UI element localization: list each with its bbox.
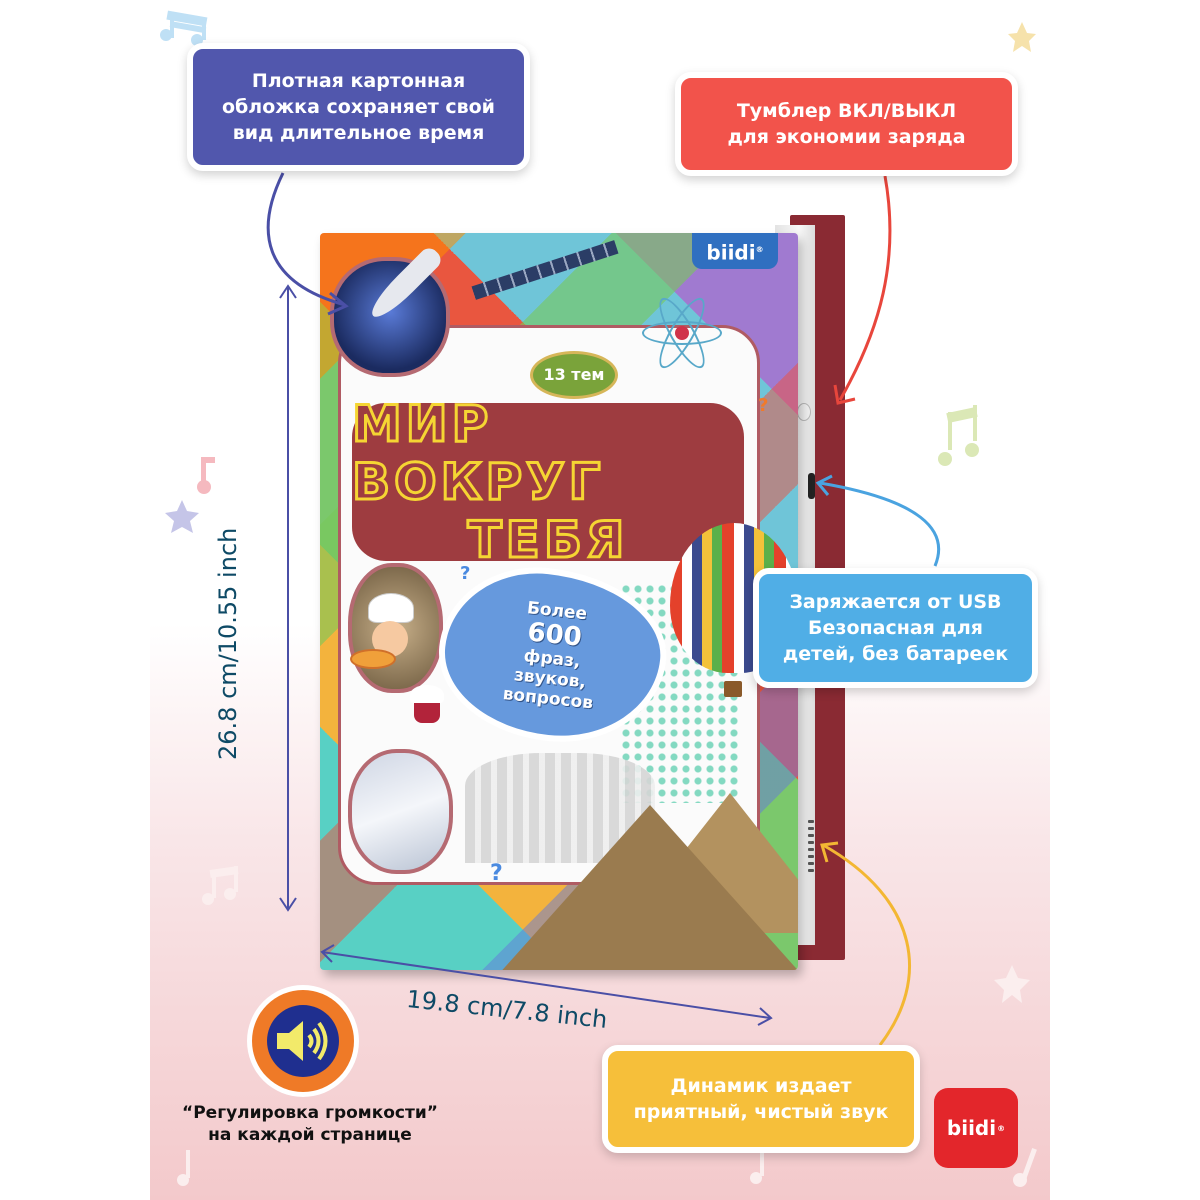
volume-caption: “Регулировка громкости” на каждой страни… [182, 1103, 438, 1145]
pyramid-icon [480, 805, 798, 970]
callout-speaker: Динамик издает приятный, чистый звук [602, 1045, 920, 1153]
callout-cover-durability: Плотная картонная обложка сохраняет свой… [187, 43, 530, 171]
satellite-icon [469, 233, 621, 307]
question-mark-icon: ? [758, 395, 769, 416]
cover-title: МИР ВОКРУГ ТЕБЯ [351, 394, 744, 571]
cupcake-icon [410, 685, 444, 725]
callout-usb-charging: Заряжается от USB Безопасная для детей, … [753, 568, 1038, 688]
speaker-volume-icon [277, 1021, 328, 1061]
callout-power-switch: Тумблер ВКЛ/ВЫКЛ для экономии заряда [675, 72, 1018, 176]
question-mark-icon: ? [460, 563, 471, 584]
cover-brand-logo: biidi® [692, 233, 778, 269]
usb-port[interactable] [808, 473, 815, 499]
question-mark-icon: ? [490, 861, 503, 886]
power-switch[interactable] [797, 403, 811, 421]
height-dimension-label: 26.8 cm/10.55 inch [214, 527, 242, 760]
brand-logo: biidi® [934, 1088, 1018, 1168]
space-image [330, 257, 450, 377]
speaker-grille [808, 820, 818, 880]
pizza-icon [350, 649, 396, 669]
atom-icon [642, 292, 722, 374]
topics-badge: 13 тем [530, 351, 618, 399]
winter-kids-image [348, 749, 453, 874]
volume-badge [247, 985, 359, 1097]
balloon-basket [724, 681, 742, 697]
book-cover: biidi® 13 тем МИР ВОКРУГ ТЕБЯ Более 600 … [320, 233, 798, 970]
chef-illustration [360, 593, 420, 713]
